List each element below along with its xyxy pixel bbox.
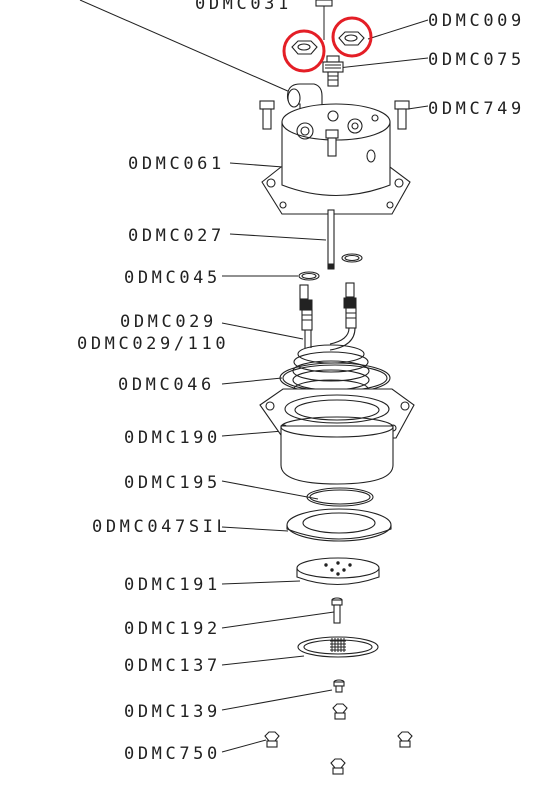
label-0dmc029-110: 0DMC029/110	[77, 334, 229, 354]
label-0dmc046: 0DMC046	[118, 375, 215, 395]
highlight-circle-right	[331, 16, 373, 58]
label-0dmc027: 0DMC027	[128, 226, 225, 246]
label-0dmc045: 0DMC045	[124, 268, 221, 288]
part-0dmc061-head	[261, 103, 411, 215]
part-0dmc027-rod	[327, 209, 335, 270]
part-0dmc750-nut-bottom	[330, 758, 346, 775]
screen-mesh	[330, 638, 346, 652]
leader-lines	[79, 0, 429, 753]
part-0dmc075	[322, 55, 344, 87]
label-0dmc075: 0DMC075	[428, 50, 525, 70]
label-0dmc749: 0DMC749	[428, 99, 525, 119]
label-0dmc139: 0DMC139	[124, 702, 221, 722]
label-0dmc191: 0DMC191	[124, 575, 221, 595]
label-0dmc192: 0DMC192	[124, 619, 221, 639]
part-0dmc750-nut-center	[332, 703, 348, 720]
label-0dmc137: 0DMC137	[124, 656, 221, 676]
label-0dmc195: 0DMC195	[124, 473, 221, 493]
part-0dmc029-heating-element	[292, 282, 370, 406]
label-0dmc190: 0DMC190	[124, 428, 221, 448]
part-0dmc190-boiler	[259, 388, 415, 485]
part-0dmc195-oring	[306, 487, 374, 507]
highlight-circle-left	[282, 29, 326, 73]
part-0dmc749-bolt-left	[259, 100, 275, 130]
part-0dmc191-shower-plate	[296, 557, 380, 586]
part-0dmc750-nut-left	[264, 731, 280, 748]
label-0dmc750: 0DMC750	[124, 744, 221, 764]
label-0dmc047sil: 0DMC047SIL	[92, 517, 230, 537]
part-0dmc139-screw	[333, 679, 345, 693]
part-0dmc137-shower-screen	[297, 636, 379, 658]
label-0dmc061: 0DMC061	[128, 154, 225, 174]
label-0dmc029: 0DMC029	[120, 312, 217, 332]
part-0dmc031	[315, 0, 333, 40]
part-0dmc749-bolt-right	[394, 100, 410, 130]
label-0dmc031: 0DMC031	[195, 0, 292, 14]
part-0dmc009-nut-right	[338, 31, 365, 46]
part-0dmc009-nut-left	[291, 40, 318, 55]
part-0dmc192-screw	[331, 597, 343, 624]
part-0dmc750-nut-right	[397, 731, 413, 748]
label-0dmc009: 0DMC009	[428, 11, 525, 31]
part-0dmc045-orings	[298, 253, 363, 281]
part-0dmc047sil-gasket	[286, 508, 392, 542]
